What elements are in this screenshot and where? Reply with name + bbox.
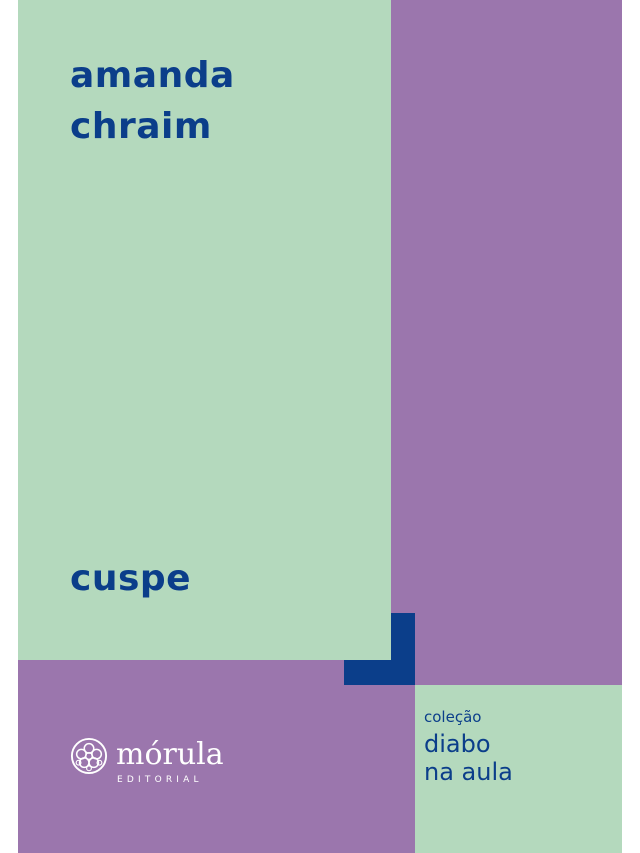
author-name: amanda chraim — [70, 50, 235, 152]
collection-name-line1: diabo — [424, 730, 491, 758]
author-first-name: amanda — [70, 55, 235, 96]
publisher-name: mórula — [116, 737, 224, 772]
collection-block: coleção diabo na aula — [424, 708, 513, 786]
author-last-name: chraim — [70, 106, 212, 147]
purple-right-panel — [391, 0, 622, 685]
purple-bottom-panel — [18, 660, 415, 853]
publisher-subtitle: EDITORIAL — [117, 775, 203, 785]
mint-bottom-panel — [415, 685, 622, 853]
book-title: cuspe — [70, 558, 192, 599]
collection-label: coleção — [424, 708, 482, 726]
navy-corner-horizontal — [344, 660, 415, 685]
morula-cell-icon — [70, 737, 108, 775]
book-cover — [18, 0, 622, 853]
mint-panel — [18, 0, 391, 660]
publisher-logo-block: mórula EDITORIAL — [70, 737, 250, 797]
collection-name-line2: na aula — [424, 758, 513, 786]
